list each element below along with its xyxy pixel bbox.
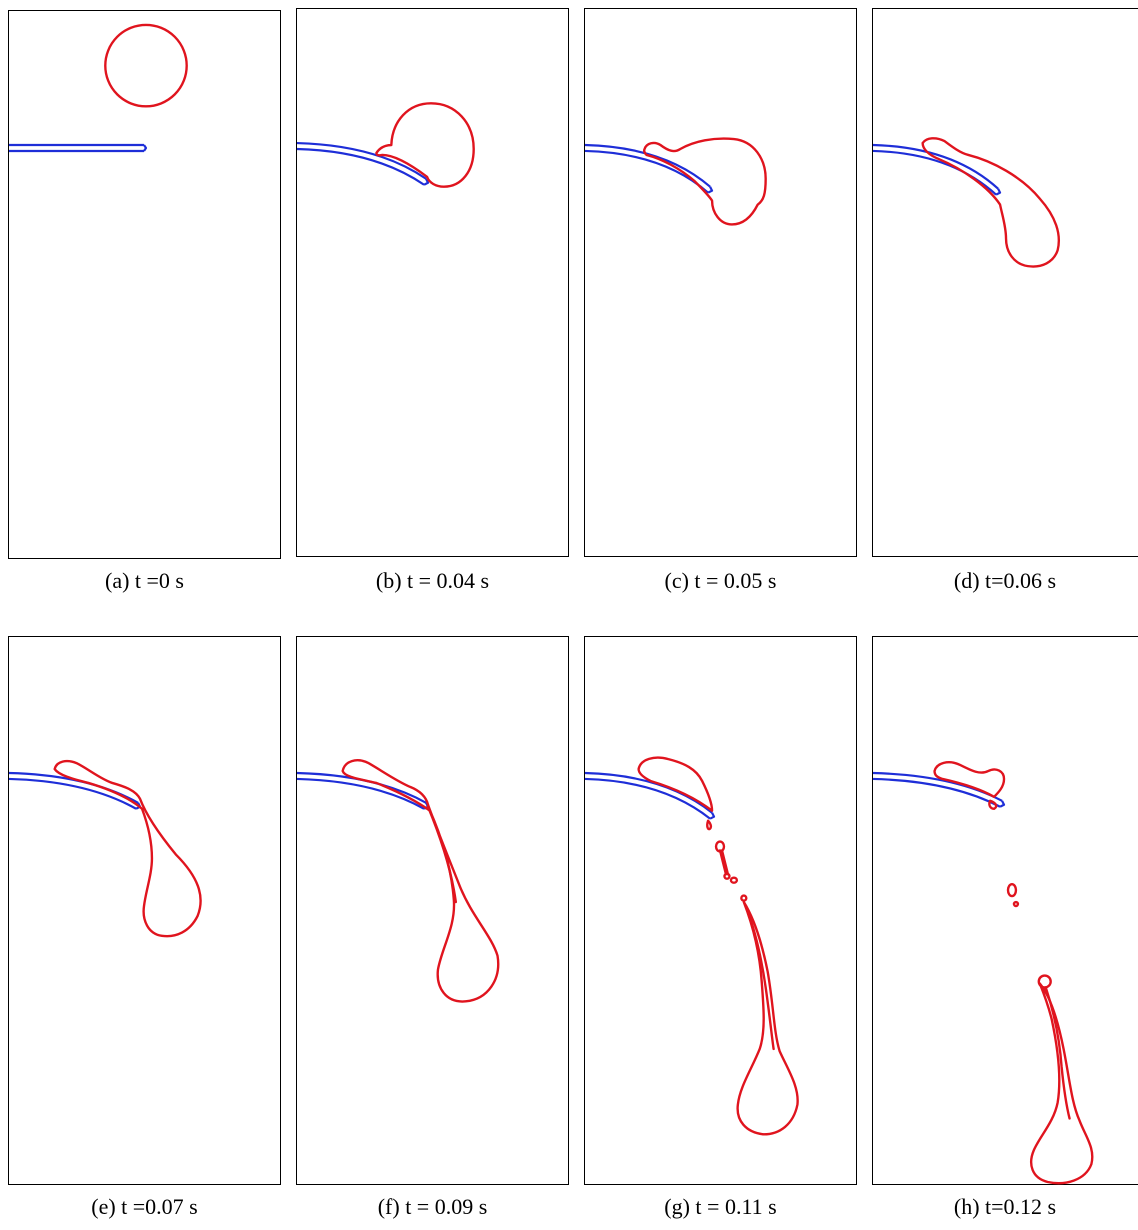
panel-f-figure xyxy=(296,759,500,1003)
panel-h-figure xyxy=(872,761,1094,1185)
caption-f: (f) t = 0.09 s xyxy=(377,1194,488,1219)
caption-d: (d) t=0.06 s xyxy=(953,568,1057,593)
droplet xyxy=(104,23,188,108)
droplet xyxy=(1030,982,1094,1185)
panel-b-figure xyxy=(296,102,475,188)
plate xyxy=(584,143,714,194)
caption-g: (g) t = 0.11 s xyxy=(664,1194,777,1219)
panel-b xyxy=(296,8,569,557)
droplet-head xyxy=(1037,974,1052,989)
caption-h: (h) t=0.12 s xyxy=(953,1194,1057,1219)
caption-a: (a) t =0 s xyxy=(105,568,184,593)
panel-d xyxy=(872,8,1138,557)
droplet xyxy=(736,900,799,1136)
panel-g xyxy=(584,636,857,1185)
plate xyxy=(9,143,148,153)
panel-c xyxy=(584,8,857,557)
panel-g-figure xyxy=(584,756,799,1136)
panel-c-figure xyxy=(584,137,767,226)
satellite-droplet xyxy=(988,799,998,810)
panel-e-figure xyxy=(8,759,202,938)
plate xyxy=(296,771,430,810)
neck-inner-line xyxy=(1044,986,1071,1120)
film-on-plate xyxy=(637,756,714,812)
caption-b: (b) t = 0.04 s xyxy=(375,568,490,593)
plate xyxy=(296,141,430,186)
panel-d-figure xyxy=(872,137,1060,268)
panel-f xyxy=(296,636,569,1185)
panel-a xyxy=(8,10,281,559)
plate xyxy=(872,143,1002,196)
droplet xyxy=(341,759,500,1003)
satellite-droplets xyxy=(1006,883,1020,908)
panel-h xyxy=(872,636,1138,1185)
droplet xyxy=(921,137,1060,268)
panel-e xyxy=(8,636,281,1185)
caption-c: (c) t = 0.05 s xyxy=(664,568,777,593)
panel-a-figure xyxy=(9,23,188,153)
satellite-droplet xyxy=(706,819,713,831)
droplet xyxy=(53,759,202,938)
caption-e: (e) t =0.07 s xyxy=(91,1194,198,1219)
satellite-droplets xyxy=(714,840,748,902)
neck-inner-line xyxy=(744,904,775,1051)
neck-inner-line xyxy=(426,805,458,904)
droplet xyxy=(375,102,475,188)
droplet xyxy=(642,137,767,226)
film-on-plate xyxy=(933,761,1006,799)
